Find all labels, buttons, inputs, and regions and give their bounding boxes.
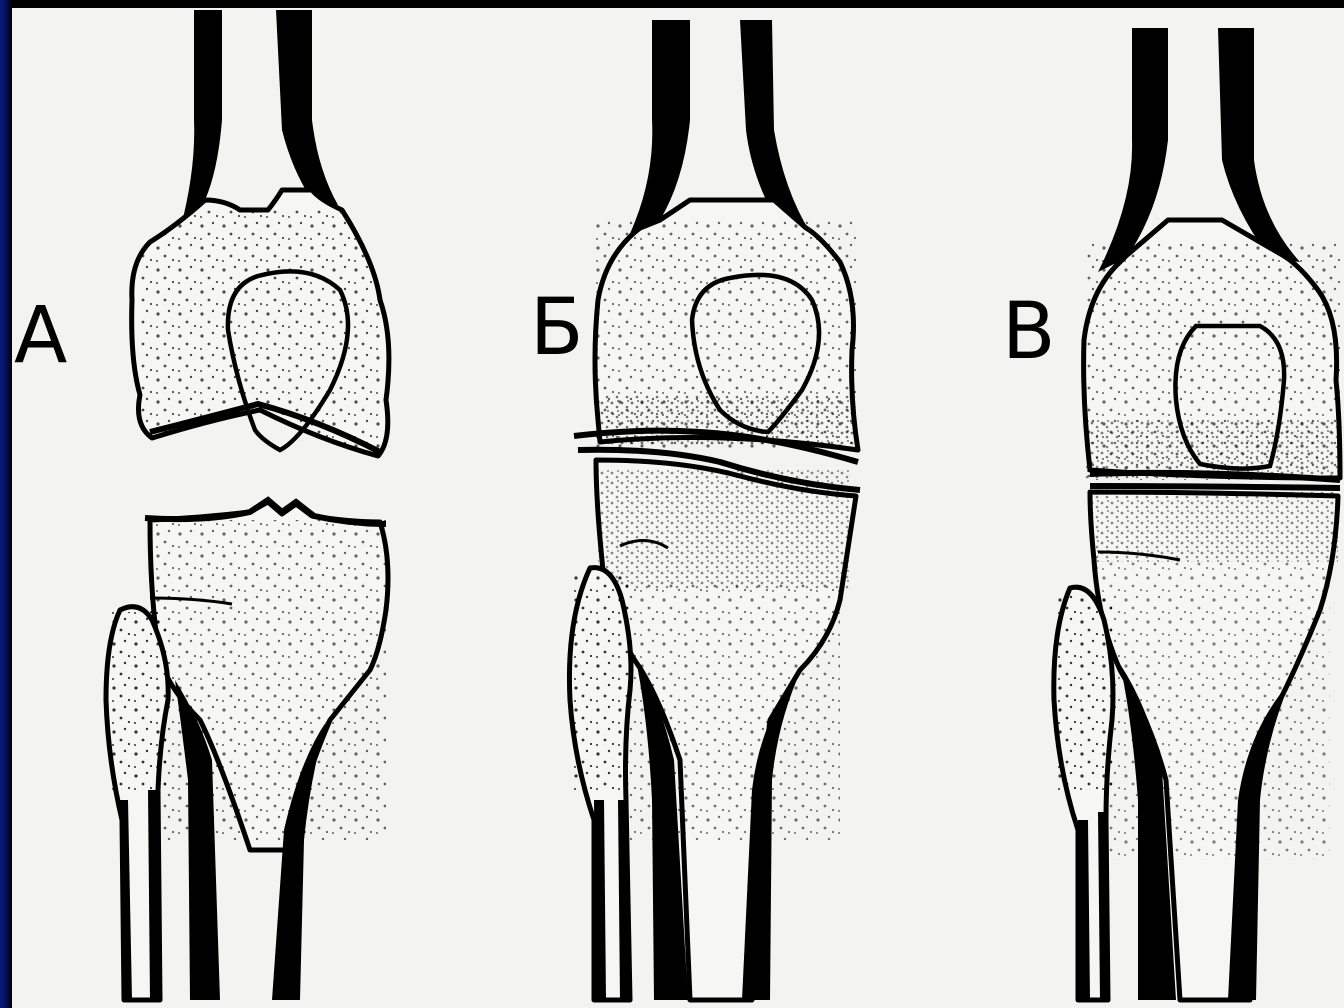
- panel-label-c: В: [1002, 287, 1056, 377]
- panel-label-b: Б: [530, 283, 584, 373]
- panel-b: Б: [530, 20, 860, 1000]
- panel-c: В: [1002, 28, 1340, 1000]
- growth-plate-c-lower: [1090, 486, 1340, 488]
- panel-label-a: А: [14, 291, 67, 381]
- femur-cortex-left: [180, 10, 222, 230]
- femur-cortex-right: [276, 10, 338, 205]
- panel-a: А: [14, 10, 389, 1000]
